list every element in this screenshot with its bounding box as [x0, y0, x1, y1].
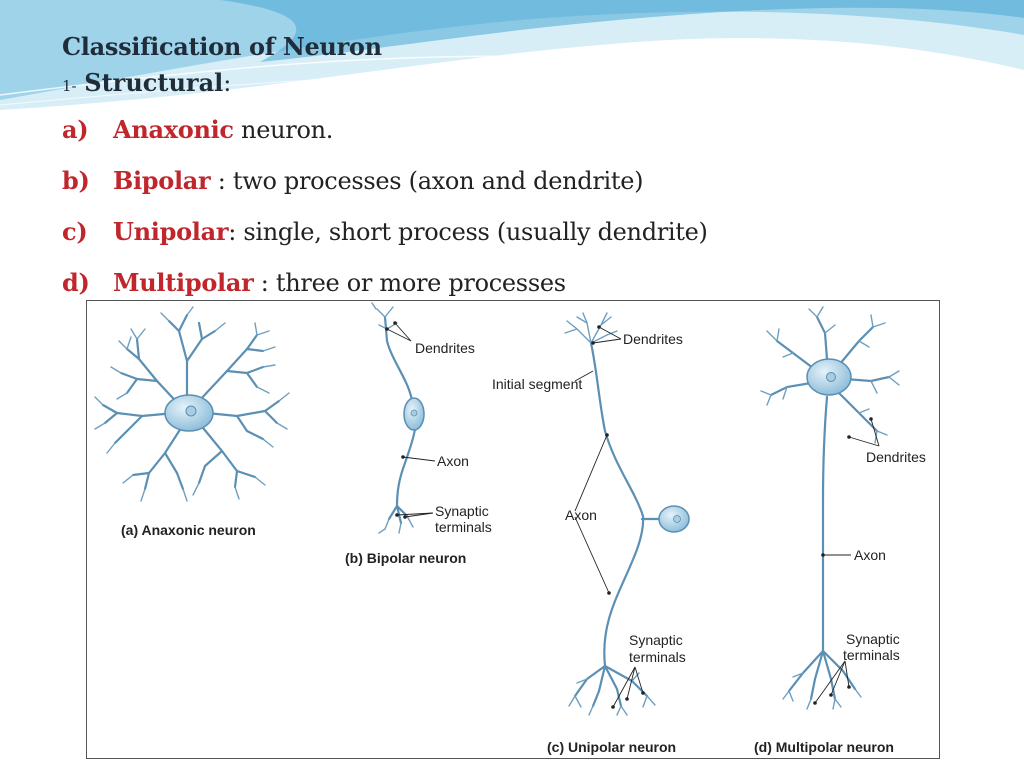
- caption-bipolar: (b) Bipolar neuron: [345, 550, 466, 566]
- caption-anaxonic: (a) Anaxonic neuron: [121, 522, 256, 538]
- label-multipolar-terminals: terminals: [843, 647, 900, 663]
- caption-unipolar: (c) Unipolar neuron: [547, 739, 676, 755]
- slide-title: Classification of Neuron: [62, 32, 382, 61]
- label-multipolar-synaptic: Synaptic: [846, 631, 900, 647]
- label-unipolar-axon: Axon: [565, 507, 597, 523]
- list-description: : two processes (axon and dendrite): [210, 167, 644, 195]
- label-unipolar-initial-segment: Initial segment: [492, 376, 582, 392]
- header-wave-decoration: [0, 0, 1024, 110]
- list-letter: a): [62, 115, 89, 144]
- list-letter: d): [62, 268, 90, 297]
- subtitle-term: Structural: [84, 68, 224, 97]
- label-multipolar-axon: Axon: [854, 547, 886, 563]
- list-description: : single, short process (usually dendrit…: [228, 218, 708, 246]
- list-term: Bipolar: [113, 166, 211, 195]
- list-term: Anaxonic: [113, 115, 234, 144]
- neuron-types-figure: (a) Anaxonic neuron Dendrites Axon Synap…: [86, 300, 940, 759]
- unipolar-neuron-drawing: [564, 312, 690, 716]
- caption-multipolar: (d) Multipolar neuron: [754, 739, 894, 755]
- slide-subtitle: 1- Structural:: [62, 68, 231, 97]
- label-bipolar-dendrites: Dendrites: [415, 340, 475, 356]
- list-item-unipolar: c) Unipolar: single, short process (usual…: [62, 217, 708, 246]
- label-bipolar-terminals: terminals: [435, 519, 492, 535]
- list-letter: b): [62, 166, 90, 195]
- list-letter: c): [62, 217, 88, 246]
- anaxonic-neuron-drawing: [94, 306, 290, 502]
- list-description: : three or more processes: [253, 269, 566, 297]
- list-description: neuron.: [233, 116, 334, 144]
- neuron-illustration: (a) Anaxonic neuron Dendrites Axon Synap…: [94, 302, 926, 755]
- list-item-anaxonic: a) Anaxonic neuron.: [62, 115, 333, 144]
- list-item-multipolar: d) Multipolar : three or more processes: [62, 268, 566, 297]
- label-bipolar-synaptic: Synaptic: [435, 503, 489, 519]
- list-item-bipolar: b) Bipolar : two processes (axon and dend…: [62, 166, 643, 195]
- multipolar-neuron-drawing: [760, 306, 900, 710]
- label-unipolar-dendrites: Dendrites: [623, 331, 683, 347]
- label-bipolar-axon: Axon: [437, 453, 469, 469]
- list-term: Multipolar: [113, 268, 254, 297]
- subtitle-colon: :: [223, 69, 232, 97]
- bipolar-neuron-drawing: [371, 302, 436, 534]
- list-term: Unipolar: [113, 217, 229, 246]
- label-unipolar-terminals: terminals: [629, 649, 686, 665]
- subtitle-number: 1-: [62, 77, 77, 95]
- label-unipolar-synaptic: Synaptic: [629, 632, 683, 648]
- label-multipolar-dendrites: Dendrites: [866, 449, 926, 465]
